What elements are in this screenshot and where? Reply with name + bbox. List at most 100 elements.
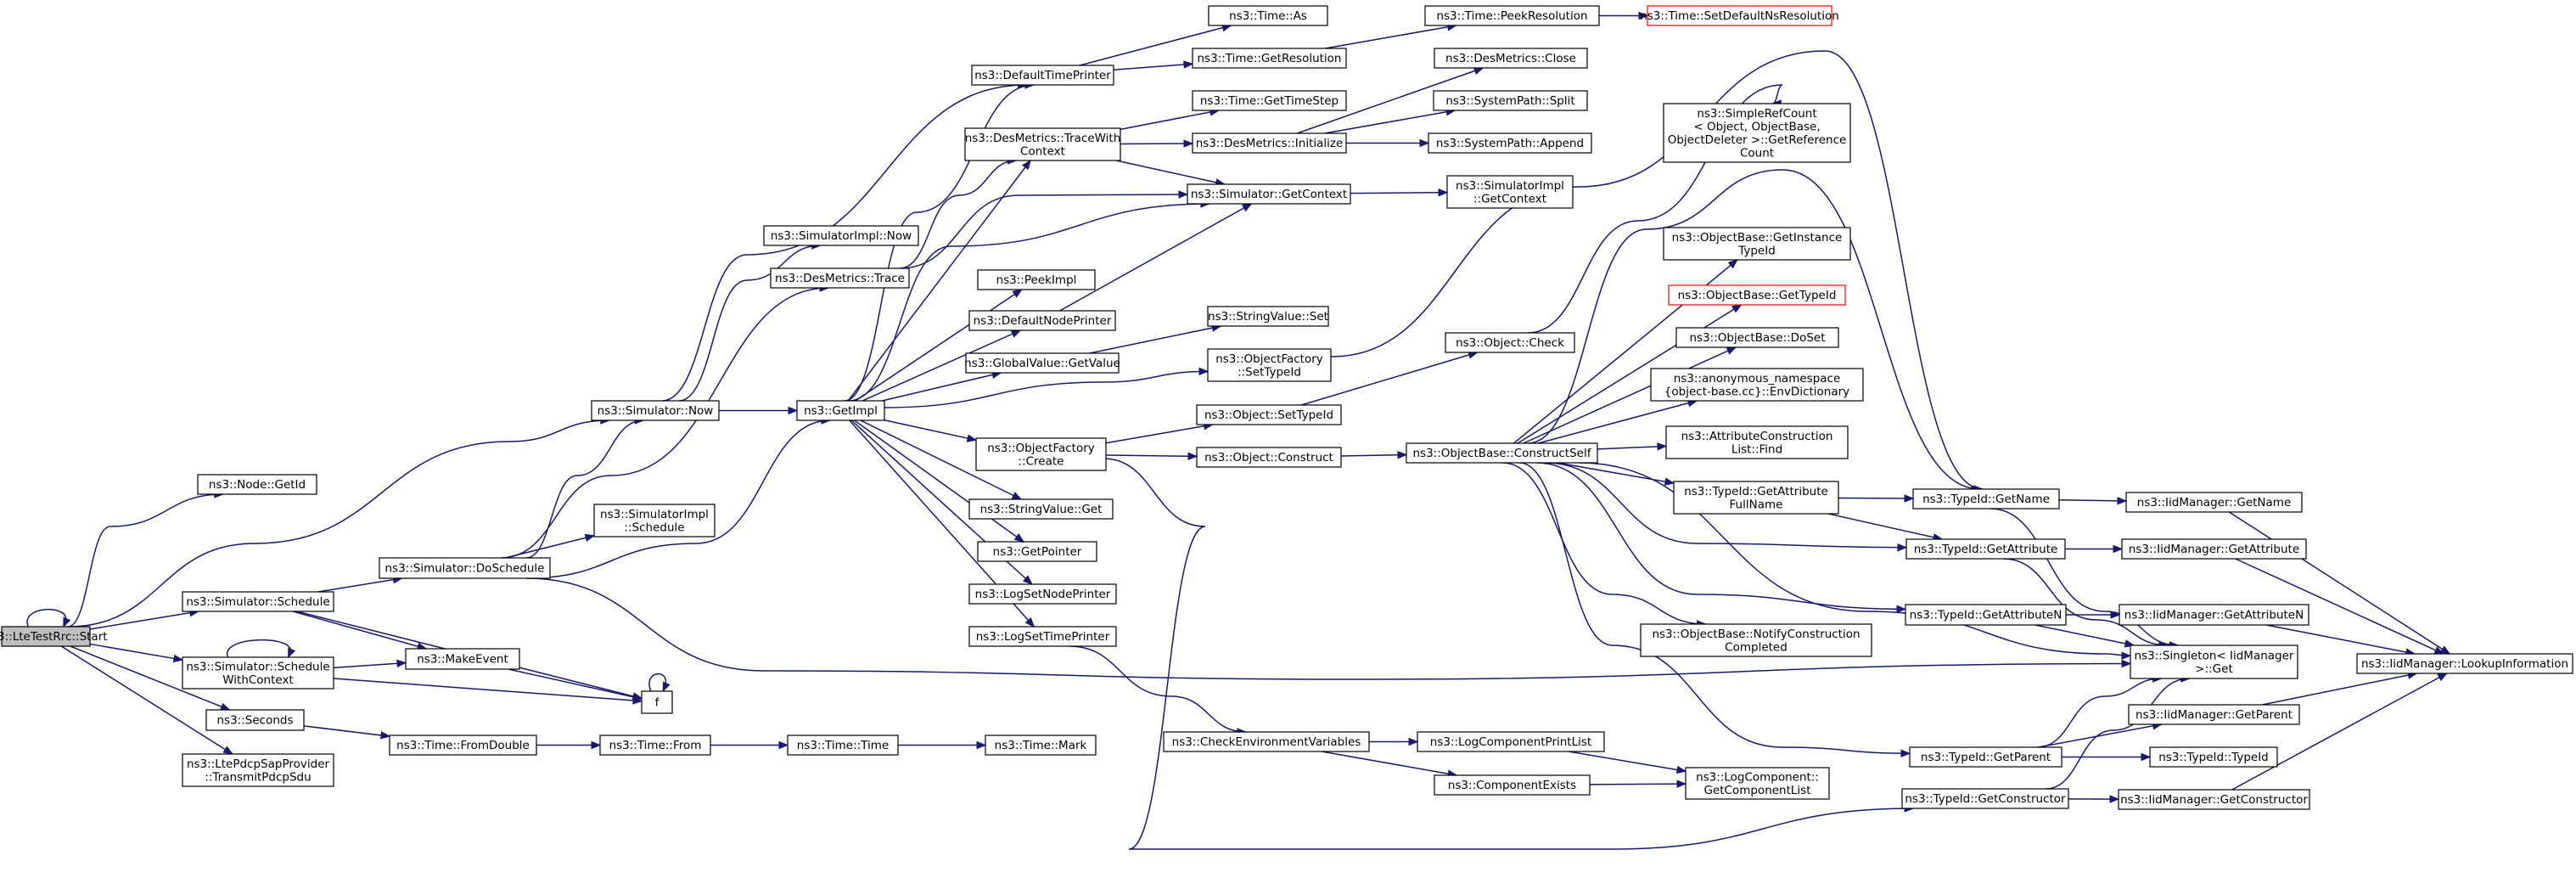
node-seconds[interactable]: ns3::Seconds — [205, 709, 305, 731]
node-time_setdefres[interactable]: ns3::Time::SetDefaultNsResolution — [1640, 5, 1839, 26]
node-time_getres[interactable]: ns3::Time::GetResolution — [1192, 48, 1347, 69]
node-sv_get[interactable]: ns3::StringValue::Get — [968, 498, 1114, 520]
node-label: ns3::Time::GetResolution — [1197, 52, 1341, 65]
node-time_getstep[interactable]: ns3::Time::GetTimeStep — [1192, 90, 1347, 111]
edge-start-to-ltepdcp — [60, 645, 233, 755]
node-logsetnode[interactable]: ns3::LogSetNodePrinter — [968, 583, 1117, 605]
node-label: ns3::SimulatorImpl — [600, 508, 709, 521]
edge-ob_constructself-to-anon_envdict — [1538, 399, 1698, 444]
edge-arrowhead — [1419, 138, 1430, 148]
node-sim_now[interactable]: ns3::Simulator::Now — [591, 400, 720, 421]
edge-arrowhead — [2439, 645, 2451, 655]
node-ob_doset[interactable]: ns3::ObjectBase::DoSet — [1675, 327, 1839, 348]
node-desm_close[interactable]: ns3::DesMetrics::Close — [1434, 48, 1588, 69]
edge-line — [1079, 25, 1232, 66]
node-getpointer[interactable]: ns3::GetPointer — [977, 541, 1097, 562]
node-from[interactable]: ns3::Time::From — [599, 735, 711, 756]
node-compexists[interactable]: ns3::ComponentExists — [1434, 774, 1591, 796]
node-iid_lookup[interactable]: ns3::IidManager::LookupInformation — [2356, 653, 2573, 674]
node-getimpl[interactable]: ns3::GetImpl — [796, 400, 885, 421]
node-sv_set[interactable]: ns3::StringValue::Set — [1207, 306, 1329, 327]
node-desm_init[interactable]: ns3::DesMetrics::Initialize — [1192, 132, 1347, 154]
node-deftimeprinter[interactable]: ns3::DefaultTimePrinter — [971, 65, 1114, 86]
node-box — [2356, 653, 2573, 674]
node-simimpl_now[interactable]: ns3::SimulatorImpl::Now — [763, 225, 919, 246]
node-iid_getattrn[interactable]: ns3::IidManager::GetAttributeN — [2119, 604, 2309, 626]
node-simimpl_sched[interactable]: ns3::SimulatorImpl::Schedule — [593, 504, 716, 538]
node-sp_append[interactable]: ns3::SystemPath::Append — [1428, 132, 1592, 154]
node-sim_dosched[interactable]: ns3::Simulator::DoSchedule — [379, 557, 551, 579]
node-anon_envdict[interactable]: ns3::anonymous_namespace{object-base.cc}… — [1650, 368, 1864, 402]
edge-tid_getname-to-singleton_get — [1990, 508, 2180, 650]
node-ob_notify[interactable]: ns3::ObjectBase::NotifyConstructionCompl… — [1640, 623, 1872, 657]
node-time[interactable]: ns3::Time::Time — [787, 735, 899, 756]
node-box — [2125, 492, 2303, 513]
node-of_settypeid[interactable]: ns3::ObjectFactory::SetTypeId — [1207, 348, 1332, 382]
node-iid_getattr[interactable]: ns3::IidManager::GetAttribute — [2121, 538, 2307, 560]
node-tid_getattrn[interactable]: ns3::TypeId::GetAttributeN — [1905, 604, 2067, 626]
edge-time_peekres-to-time_setdefres — [1599, 11, 1649, 20]
node-ob_gettypeid[interactable]: ns3::ObjectBase::GetTypeId — [1668, 284, 1846, 306]
node-peekimpl[interactable]: ns3::PeekImpl — [977, 269, 1096, 290]
edge-line — [525, 419, 830, 579]
node-obj_construct[interactable]: ns3::Object::Construct — [1196, 447, 1342, 468]
node-sim_getctx[interactable]: ns3::Simulator::GetContext — [1187, 183, 1351, 205]
node-mark[interactable]: ns3::Time::Mark — [985, 735, 1097, 756]
edge-of_create-to-obj_settypeid — [1105, 422, 1214, 444]
node-iid_getconstr[interactable]: ns3::IidManager::GetConstructor — [2118, 789, 2310, 810]
node-box — [1417, 731, 1605, 752]
node-node_getid[interactable]: ns3::Node::GetId — [197, 474, 317, 495]
node-logsettime[interactable]: ns3::LogSetTimePrinter — [968, 626, 1117, 647]
edge-line — [1330, 50, 1983, 490]
node-defnodeprinter[interactable]: ns3::DefaultNodePrinter — [968, 310, 1116, 331]
node-tid_getname[interactable]: ns3::TypeId::GetName — [1912, 488, 2060, 509]
node-simplerefcount[interactable]: ns3::SimpleRefCount< Object, ObjectBase,… — [1663, 103, 1851, 163]
edge-line — [303, 725, 390, 737]
edge-line — [1518, 462, 1911, 754]
node-sim_schedule[interactable]: ns3::Simulator::Schedule — [182, 591, 334, 612]
node-gv_getvalue[interactable]: ns3::GlobalValue::GetValue — [964, 352, 1120, 374]
node-simimpl_getctx[interactable]: ns3::SimulatorImpl::GetContext — [1446, 175, 1574, 209]
node-tid_getattr[interactable]: ns3::TypeId::GetAttribute — [1905, 538, 2066, 560]
node-logcompprint[interactable]: ns3::LogComponentPrintList — [1417, 731, 1605, 752]
node-logcomp_getlist[interactable]: ns3::LogComponent::GetComponentList — [1685, 767, 1830, 800]
edge-line — [1340, 453, 1407, 457]
node-obj_check[interactable]: ns3::Object::Check — [1445, 332, 1575, 353]
node-ltepdcp[interactable]: ns3::LtePdcpSapProvider::TransmitPdcpSdu — [182, 753, 334, 787]
edge-arrowhead — [2109, 795, 2120, 803]
node-tid_typeid[interactable]: ns3::TypeId::TypeId — [2149, 746, 2278, 768]
node-checkenv[interactable]: ns3::CheckEnvironmentVariables — [1163, 731, 1370, 752]
node-start[interactable]: ns3::LteTestRrc::Start — [0, 626, 108, 647]
node-singleton_get[interactable]: ns3::Singleton< IidManager>::Get — [2130, 645, 2298, 679]
edge-arrowhead — [2437, 673, 2448, 682]
edge-line — [678, 245, 821, 402]
node-iid_getparent[interactable]: ns3::IidManager::GetParent — [2128, 704, 2300, 725]
edge-line — [1597, 445, 1667, 450]
node-of_create[interactable]: ns3::ObjectFactory::Create — [975, 437, 1107, 471]
node-box — [1668, 284, 1846, 306]
edge-arrowhead — [631, 693, 643, 701]
node-iid_getname[interactable]: ns3::IidManager::GetName — [2125, 492, 2303, 513]
node-label: ns3::IidManager::GetAttribute — [2129, 543, 2299, 556]
node-desm_trace[interactable]: ns3::DesMetrics::Trace — [770, 267, 910, 289]
edge-arrowhead — [222, 746, 233, 755]
node-makeevent[interactable]: ns3::MakeEvent — [405, 648, 520, 670]
node-label: {object-base.cc}::EnvDictionary — [1664, 385, 1849, 398]
node-obj_settypeid[interactable]: ns3::Object::SetTypeId — [1196, 404, 1342, 425]
node-tid_getconstr[interactable]: ns3::TypeId::GetConstructor — [1901, 788, 2069, 809]
node-ob_constructself[interactable]: ns3::ObjectBase::ConstructSelf — [1406, 442, 1598, 464]
node-sp_split[interactable]: ns3::SystemPath::Split — [1433, 90, 1588, 111]
node-time_peekres[interactable]: ns3::Time::PeekResolution — [1424, 5, 1600, 26]
node-tid_getparent[interactable]: ns3::TypeId::GetParent — [1909, 746, 2062, 768]
edge-desm_init-to-desm_close — [1296, 67, 1484, 134]
node-box — [1663, 227, 1851, 261]
node-f[interactable]: f — [641, 690, 673, 714]
node-time_as[interactable]: ns3::Time::As — [1208, 5, 1328, 26]
edge-line — [333, 661, 407, 669]
node-fromdouble[interactable]: ns3::Time::FromDouble — [389, 735, 537, 756]
